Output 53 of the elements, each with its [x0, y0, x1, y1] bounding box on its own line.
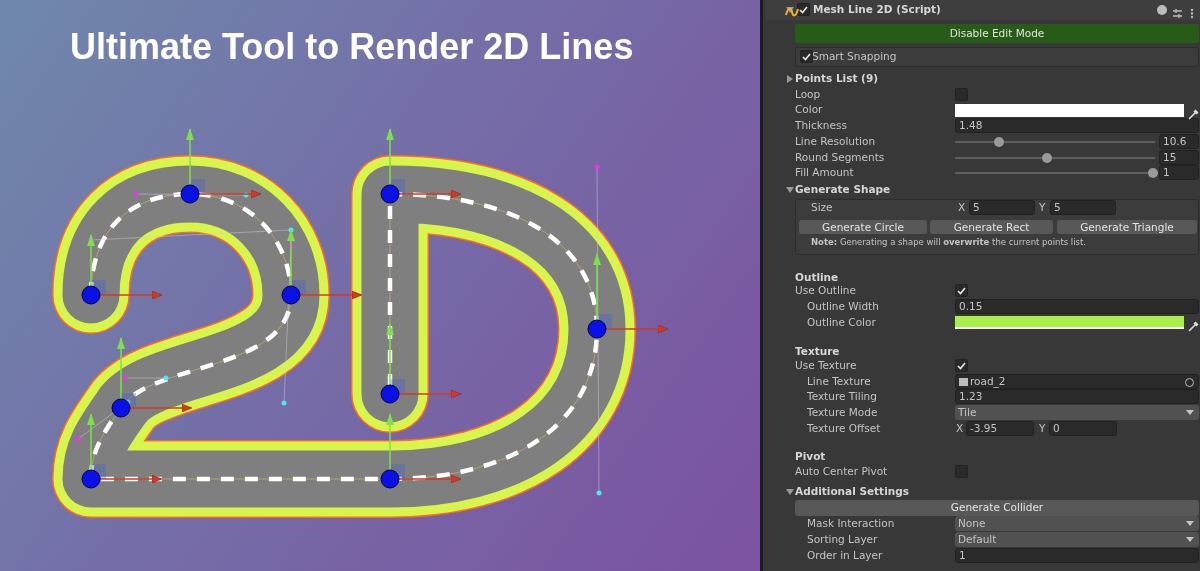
- action-button: Generate Collider: [795, 500, 1199, 516]
- field-label: Texture Offset: [807, 421, 881, 436]
- value-field: 15: [1159, 150, 1199, 165]
- dropdown-value: Tile: [958, 406, 977, 418]
- field-label: Thickness: [795, 118, 847, 133]
- field-label: Round Segments: [795, 150, 885, 165]
- section-heading: Outline: [795, 270, 839, 285]
- field-label: Order in Layer: [807, 548, 883, 563]
- axis-label: Y: [1039, 200, 1046, 215]
- value-field: 0: [1049, 421, 1117, 436]
- field-label: Sorting Layer: [807, 532, 878, 547]
- dropdown-value: None: [958, 517, 986, 529]
- texture-name: road_2: [970, 375, 1006, 387]
- field-label: Texture Mode: [807, 405, 878, 420]
- axis-label: Y: [1039, 421, 1046, 436]
- value-field: 1: [955, 548, 1199, 563]
- value-field: 5: [1050, 200, 1116, 215]
- foldout-heading: Additional Settings: [795, 484, 909, 499]
- field-label: Color: [795, 102, 823, 117]
- value-field: 1: [1159, 165, 1199, 180]
- value-field: -3.95: [966, 421, 1034, 436]
- edit-mode-button: Disable Edit Mode: [795, 24, 1199, 43]
- axis-label: X: [958, 200, 966, 215]
- field-label: Fill Amount: [795, 165, 854, 180]
- field-label: Mask Interaction: [807, 516, 895, 531]
- field-label: Size: [811, 200, 833, 215]
- field-label: Auto Center Pivot: [795, 464, 888, 479]
- field-label: Texture Tiling: [807, 389, 877, 404]
- title: Ultimate Tool to Render 2D Lines: [70, 26, 634, 68]
- foldout-heading: Points List (9): [795, 71, 879, 86]
- field-label: Smart Snapping: [812, 49, 897, 64]
- dropdown-value: Default: [958, 533, 997, 545]
- axis-label: X: [956, 421, 964, 436]
- field-label: Use Texture: [795, 358, 857, 373]
- field-label: Outline Color: [807, 315, 876, 330]
- field-label: Line Texture: [807, 374, 871, 389]
- field-label: Loop: [795, 87, 821, 102]
- value-field: 10.6: [1159, 134, 1199, 149]
- field-label: Use Outline: [795, 283, 856, 298]
- component-title: Mesh Line 2D (Script): [813, 2, 941, 17]
- value-field: 5: [969, 200, 1035, 215]
- foldout-heading: Generate Shape: [795, 182, 891, 197]
- field-label: Outline Width: [807, 299, 879, 314]
- value-field: 0.15: [955, 299, 1199, 314]
- action-button: Generate Circle: [799, 220, 927, 234]
- section-heading: Pivot: [795, 449, 826, 464]
- action-button: Generate Triangle: [1057, 220, 1197, 234]
- action-button: Generate Rect: [930, 220, 1053, 234]
- value-field: 1.23: [955, 389, 1199, 404]
- section-heading: Texture: [795, 344, 840, 359]
- field-label: Line Resolution: [795, 134, 876, 149]
- note-text: Note: Generating a shape will overwrite the current points list.: [811, 236, 1087, 249]
- value-field: 1.48: [955, 118, 1199, 133]
